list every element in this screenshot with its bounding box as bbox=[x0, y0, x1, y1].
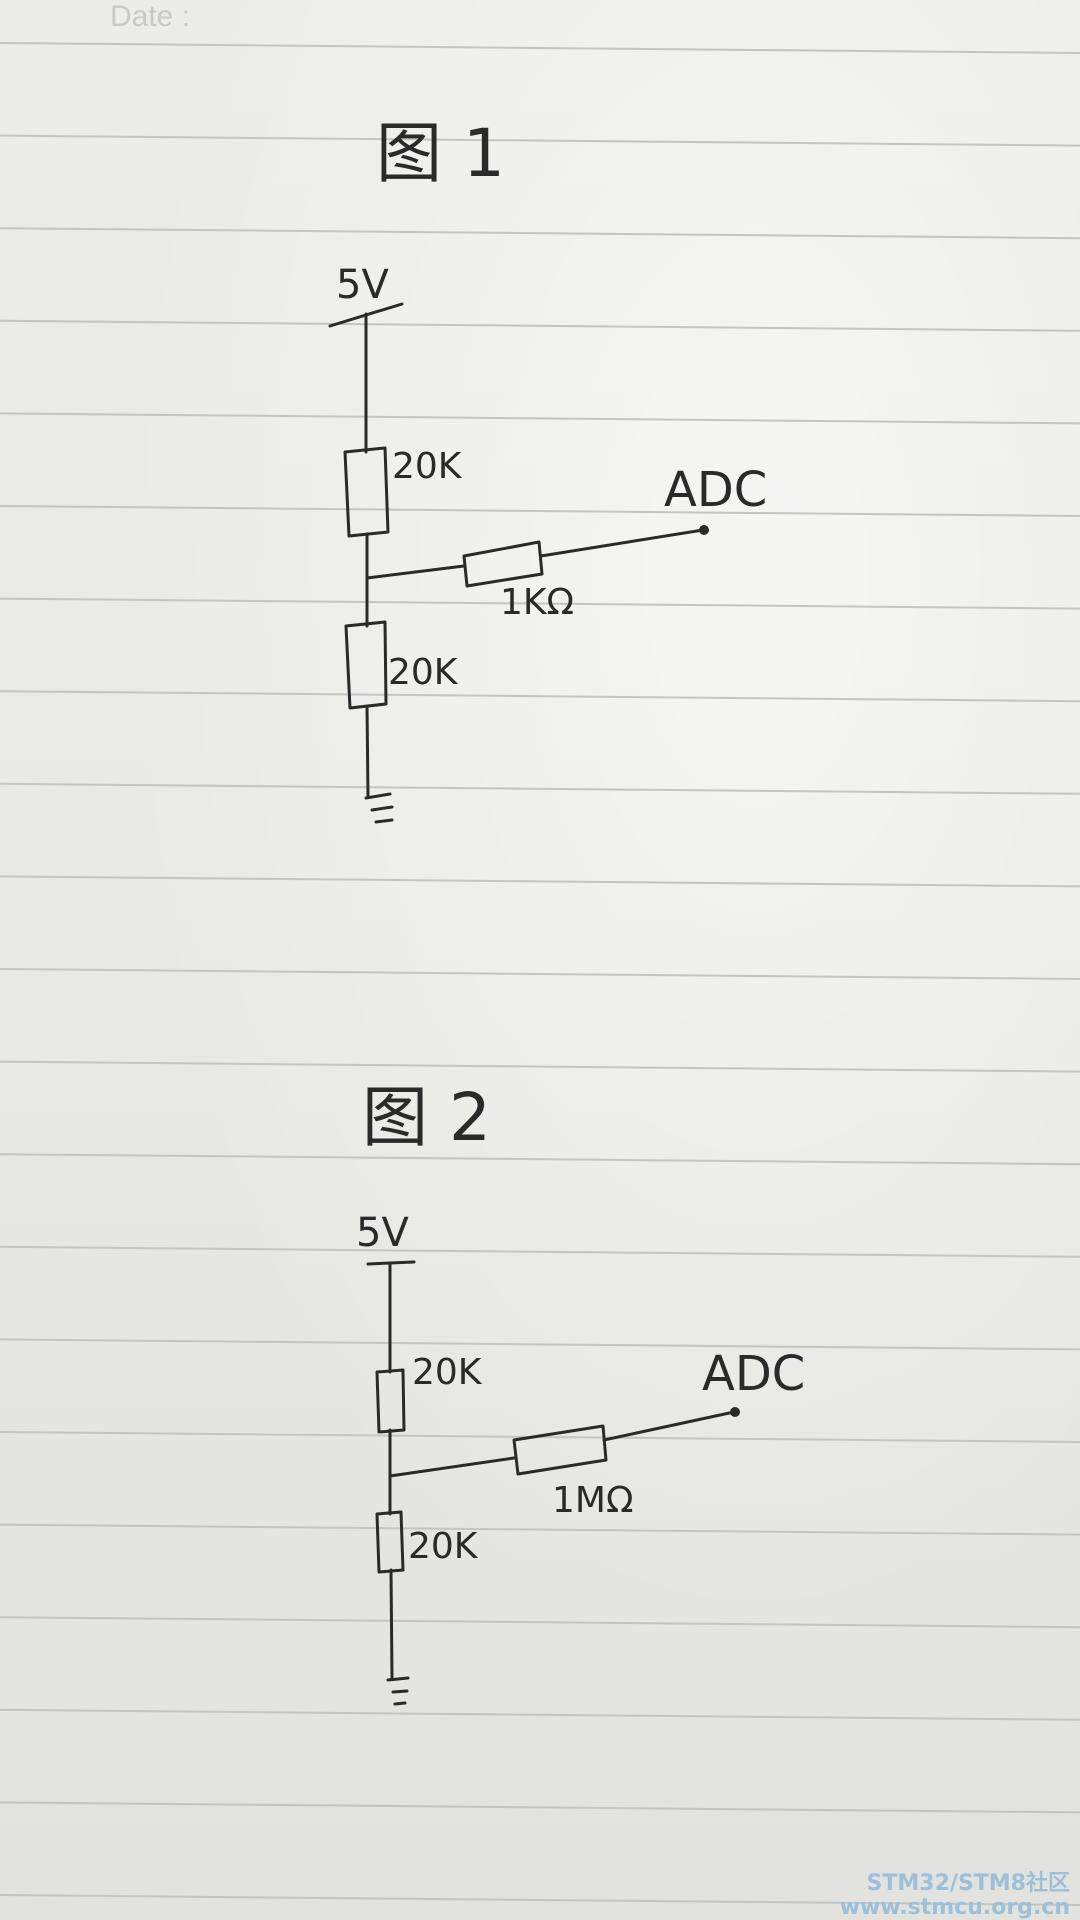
figure-2-ground-symbol bbox=[386, 1676, 410, 1706]
ruled-line bbox=[0, 1801, 1080, 1814]
ruled-line bbox=[0, 42, 1080, 54]
ruled-line bbox=[0, 319, 1080, 332]
figure-2-output-node bbox=[730, 1407, 740, 1417]
ruled-lines bbox=[0, 42, 1080, 1906]
figure-2: 图 2 5V 20K 1MΩ ADC 20K bbox=[356, 1079, 805, 1706]
figure-2-supply-label: 5V bbox=[356, 1210, 409, 1256]
figure-1-title: 图 1 bbox=[376, 115, 505, 192]
figure-1: 图 1 5V 20K 1KΩ ADC 20K bbox=[328, 115, 767, 824]
figure-2-output-label: ADC bbox=[702, 1346, 805, 1402]
ruled-line bbox=[0, 782, 1080, 795]
figure-2-bottom-resistor-label: 20K bbox=[408, 1526, 479, 1567]
ruled-line bbox=[0, 1894, 1080, 1906]
figure-1-output-label: ADC bbox=[664, 462, 767, 518]
ruled-line bbox=[0, 875, 1080, 888]
ruled-line bbox=[0, 134, 1080, 147]
ruled-line bbox=[0, 968, 1080, 980]
ruled-line bbox=[0, 505, 1080, 517]
figure-1-supply-label: 5V bbox=[336, 262, 389, 308]
figure-1-output-node bbox=[699, 525, 709, 535]
figure-1-wire-output bbox=[539, 528, 705, 558]
ruled-line bbox=[0, 227, 1080, 240]
watermark-site-name: STM32/STM8社区 bbox=[867, 1870, 1070, 1896]
figure-2-resistor-series bbox=[512, 1424, 608, 1476]
ruled-line bbox=[0, 1338, 1080, 1351]
figure-2-resistor-bottom bbox=[375, 1510, 405, 1574]
figure-1-resistor-bottom bbox=[344, 620, 388, 710]
ruled-line bbox=[0, 597, 1080, 610]
date-label: Date : bbox=[110, 0, 190, 33]
figure-1-wire-ground bbox=[365, 704, 370, 798]
ruled-line bbox=[0, 412, 1080, 425]
figure-1-top-resistor-label: 20K bbox=[392, 446, 463, 487]
ruled-line bbox=[0, 1523, 1080, 1536]
ruled-line bbox=[0, 690, 1080, 703]
ruled-line bbox=[0, 1708, 1080, 1721]
ruled-line bbox=[0, 1153, 1080, 1166]
figure-1-wire-junction bbox=[365, 564, 466, 580]
figure-2-wire-junction bbox=[388, 1456, 516, 1478]
ruled-line bbox=[0, 1245, 1080, 1258]
figure-2-wire-ground bbox=[389, 1568, 394, 1680]
figure-1-resistor-top bbox=[343, 446, 390, 538]
ruled-line bbox=[0, 1616, 1080, 1629]
figure-1-series-resistor-label: 1KΩ bbox=[500, 582, 574, 623]
figure-1-ground-symbol bbox=[364, 792, 394, 824]
figure-2-wire-output bbox=[602, 1410, 736, 1442]
ruled-line bbox=[0, 1060, 1080, 1073]
figure-1-resistor-series bbox=[462, 540, 544, 588]
figure-1-bottom-resistor-label: 20K bbox=[388, 652, 459, 693]
figure-2-series-resistor-label: 1MΩ bbox=[552, 1480, 633, 1521]
figure-2-title: 图 2 bbox=[362, 1079, 491, 1156]
watermark-site-url: www.stmcu.org.cn bbox=[840, 1895, 1070, 1920]
figure-2-top-resistor-label: 20K bbox=[412, 1352, 483, 1393]
figure-2-resistor-top bbox=[375, 1368, 406, 1434]
